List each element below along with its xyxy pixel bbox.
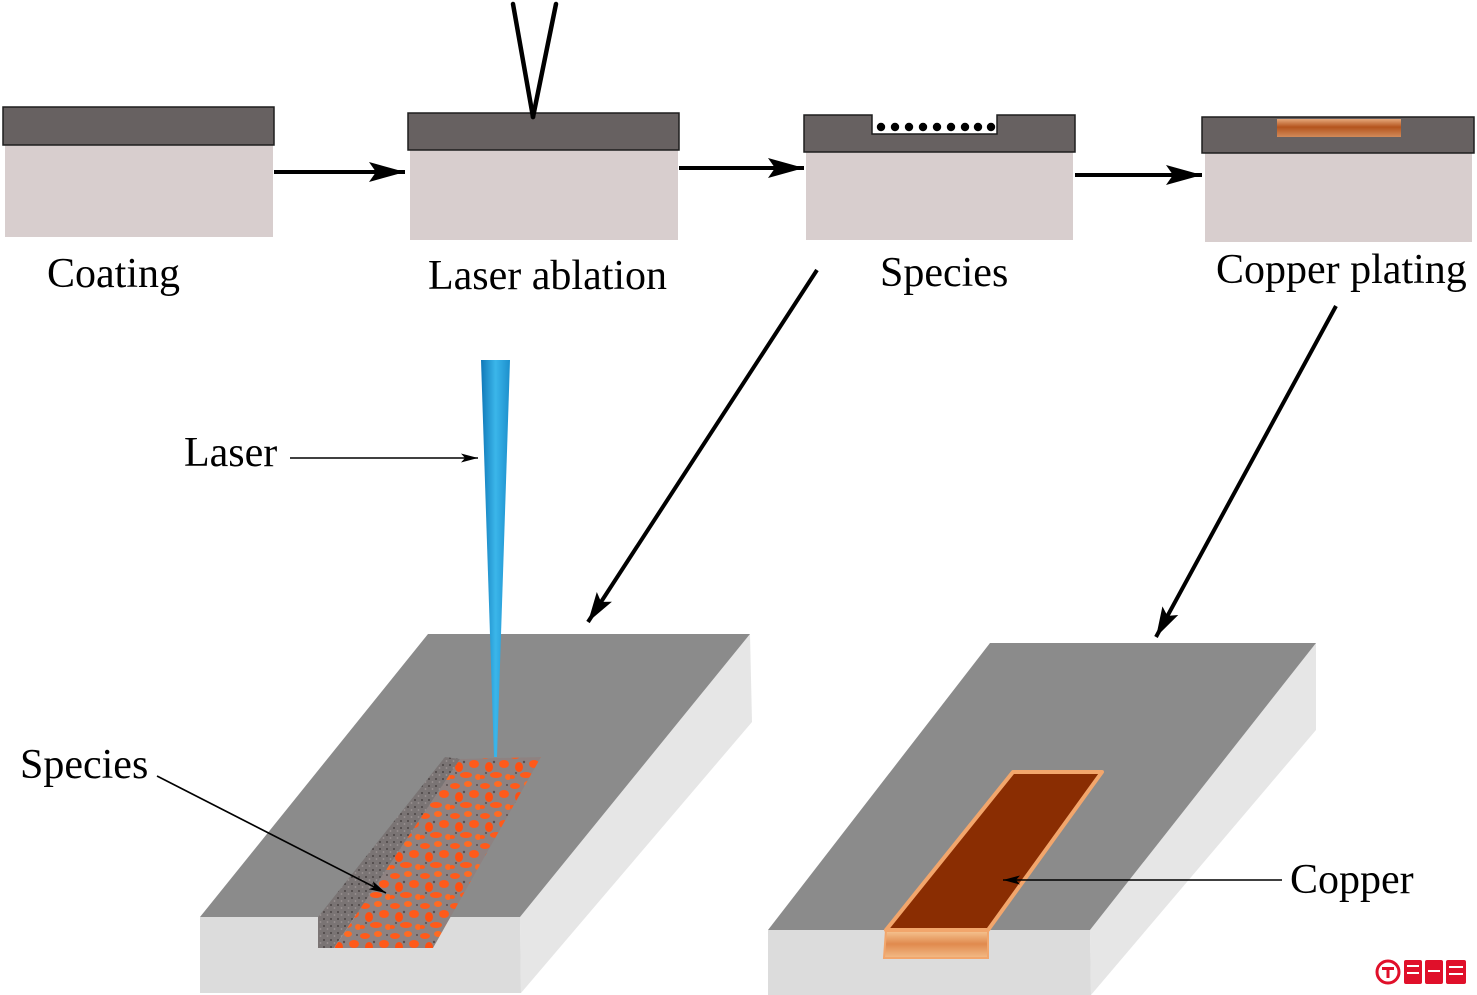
slab-front-face: [200, 917, 521, 993]
groove-left-wall: [318, 757, 460, 948]
step-label-laser-ablation: Laser ablation: [428, 253, 667, 299]
step-label-copper-plating: Copper plating: [1216, 247, 1467, 293]
laser-beam: [481, 360, 510, 757]
substrate: [1205, 153, 1472, 242]
coating-layer: [407, 112, 680, 151]
groove-floor-species: [334, 757, 541, 948]
laser-beam-lines: [510, 1, 559, 120]
coating-layer: [2, 106, 275, 146]
ablated-coating-layer: [803, 114, 1076, 153]
callout-label-species: Species: [20, 742, 148, 788]
copper-layer: [1277, 119, 1401, 137]
step-coating: Coating: [2, 106, 275, 297]
watermark-logo: [1375, 959, 1466, 985]
slab-front-face: [768, 930, 1091, 995]
copper-trace-front: [882, 929, 989, 959]
step-copper-plating: Copper plating: [1201, 116, 1475, 293]
substrate: [806, 152, 1073, 240]
substrate: [5, 145, 273, 237]
callout-label-copper: Copper: [1290, 857, 1414, 903]
slab-side-face: [1090, 643, 1316, 995]
copper-trace-top: [884, 770, 1104, 932]
detail-arrow-copper: [1154, 305, 1338, 638]
step-label-species: Species: [880, 250, 1008, 296]
step-laser-ablation: Laser ablation: [407, 1, 680, 299]
substrate: [410, 150, 678, 240]
callout-arrow-species: [156, 775, 387, 894]
detail-arrow-species: [586, 268, 819, 624]
step-label-coating: Coating: [47, 251, 180, 297]
species-dots: [876, 122, 996, 132]
callout-label-laser: Laser: [184, 430, 277, 476]
laser-activation-view: Laser Species: [20, 360, 752, 993]
copper-plating-view: Copper: [768, 643, 1414, 995]
step-species: Species: [803, 114, 1076, 296]
slab-side-face: [520, 634, 752, 993]
